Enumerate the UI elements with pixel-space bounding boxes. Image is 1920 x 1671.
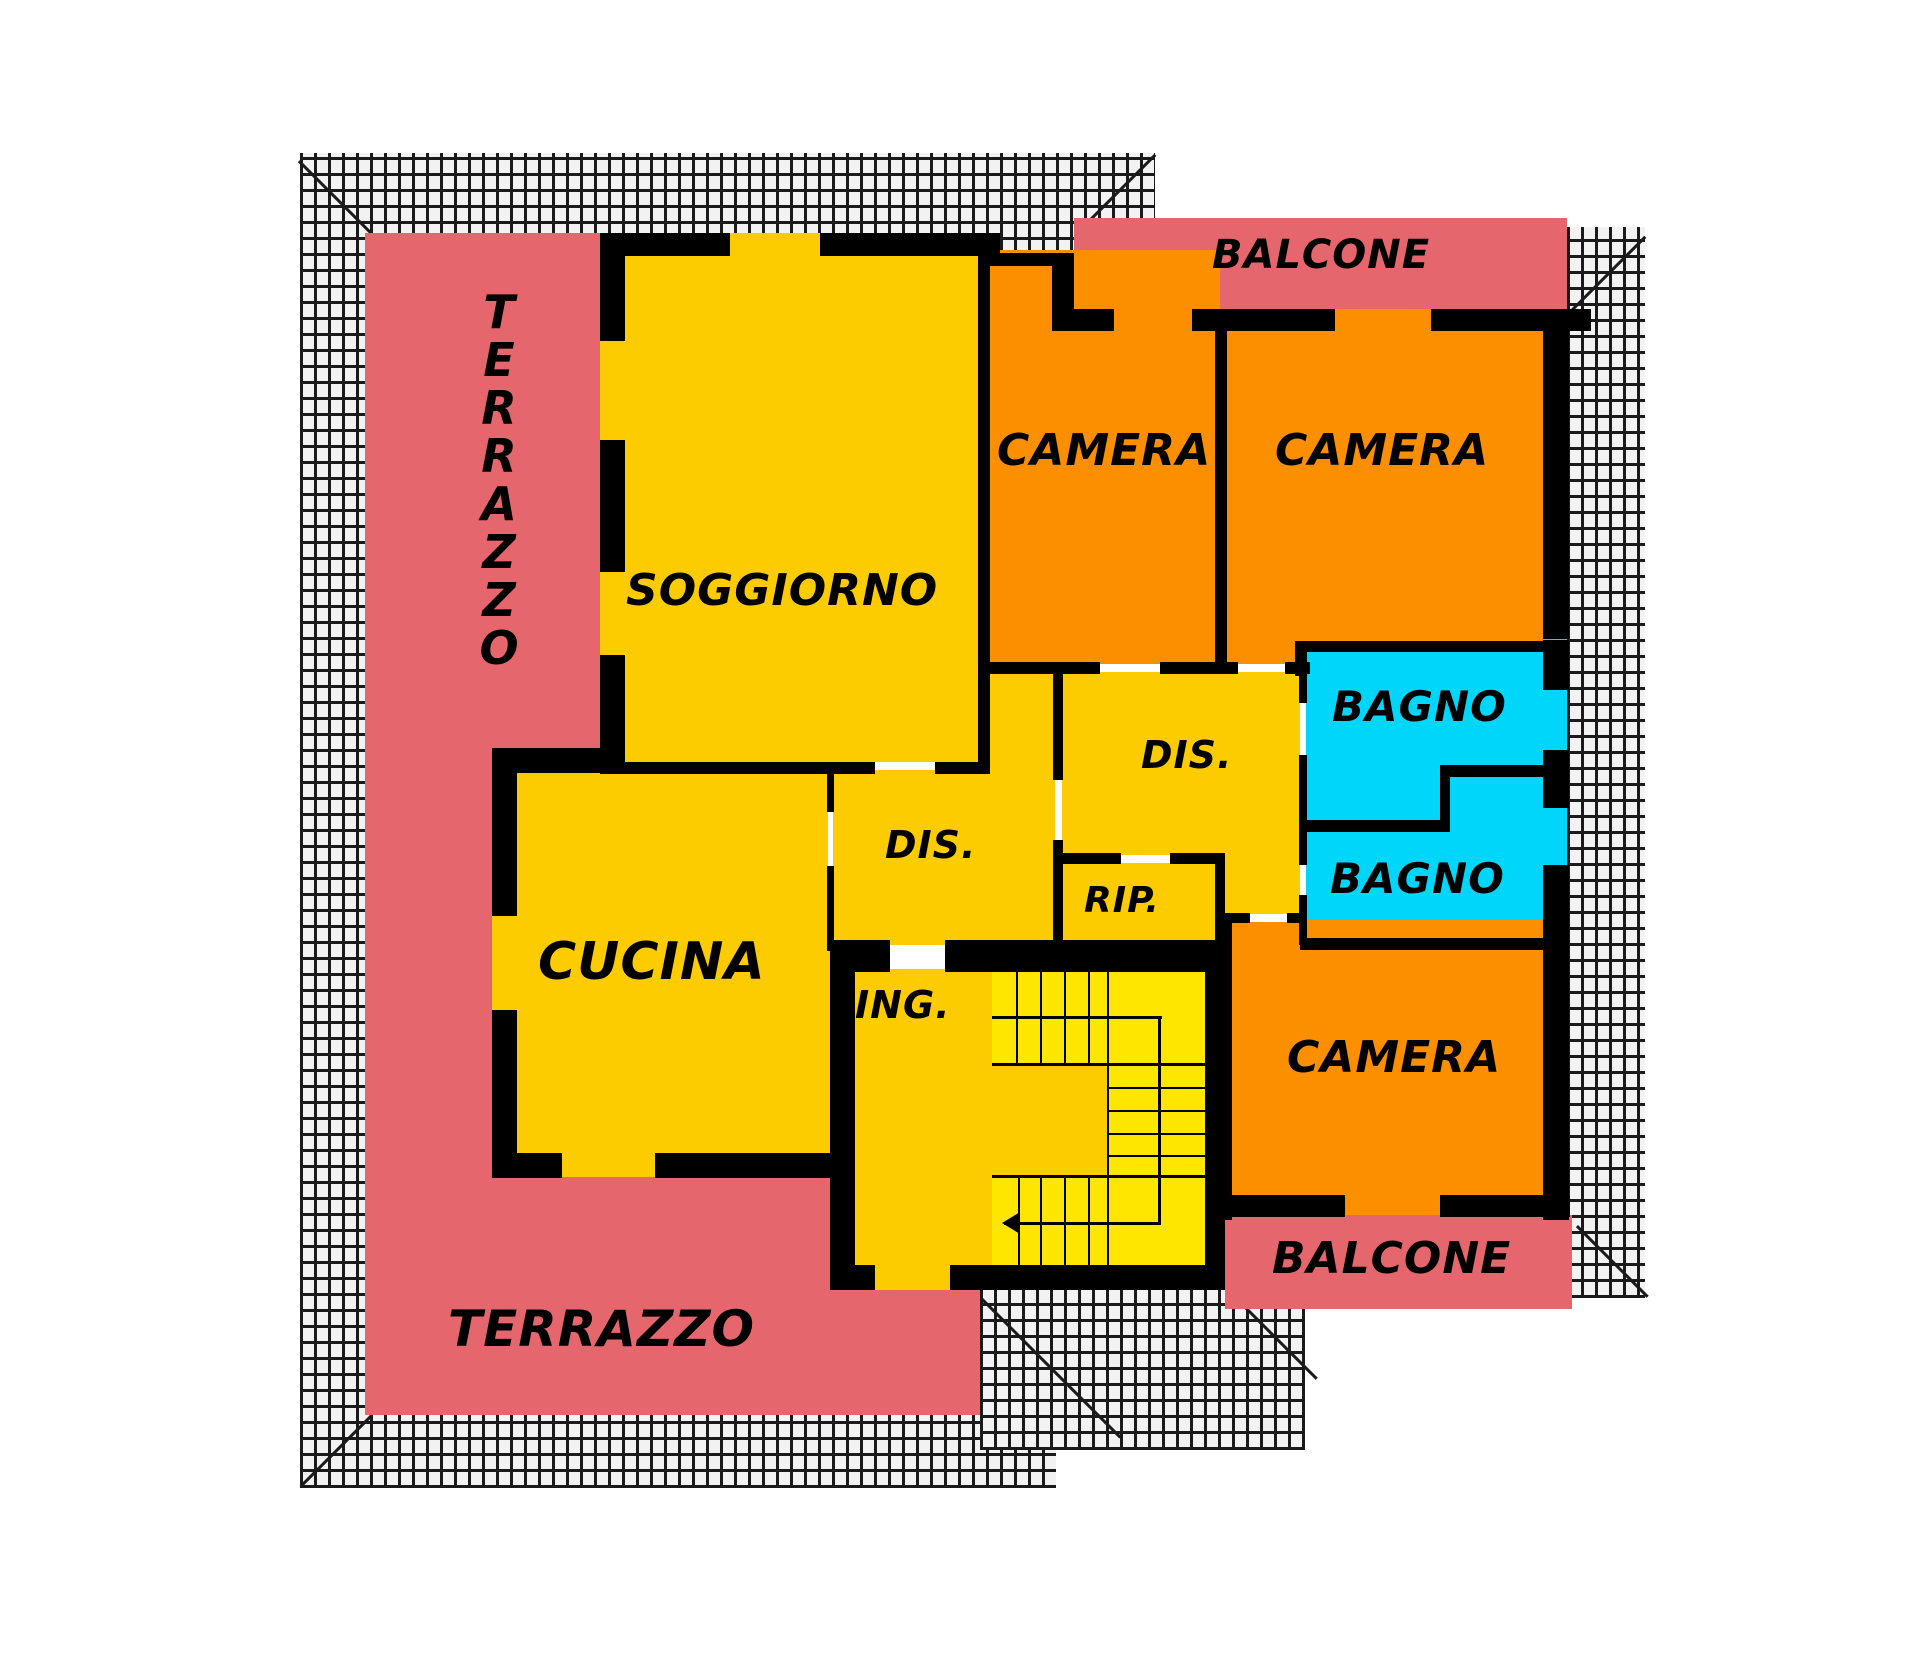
stair-line (1088, 970, 1090, 1063)
rip-area (1063, 858, 1223, 945)
roof-tiles-right (1567, 227, 1645, 1298)
door-marker (890, 945, 945, 969)
door-marker (1121, 855, 1170, 863)
door-marker (1238, 664, 1285, 672)
stair-landing (992, 1065, 1107, 1175)
camera-2-label: CAMERA (1275, 425, 1490, 476)
bagno-2-label: BAGNO (1330, 854, 1505, 903)
stair-line (1107, 1155, 1207, 1157)
soggiorno-label: SOGGIORNO (626, 565, 939, 616)
bagno-area (1300, 645, 1567, 940)
stair-line (992, 1016, 1162, 1019)
stair-line (1107, 1133, 1207, 1135)
door-marker (1100, 664, 1160, 672)
stair-arrow-line (1004, 1222, 1161, 1225)
camera-3-label: CAMERA (1287, 1032, 1502, 1083)
stair-line (1088, 1175, 1090, 1268)
dis-1-label: DIS. (885, 823, 977, 867)
balcone-bottom-label: BALCONE (1272, 1233, 1512, 1284)
balcone-bottom (1225, 1215, 1572, 1309)
door-marker (1300, 865, 1306, 895)
door-marker (828, 812, 833, 866)
stair-line (1107, 1110, 1207, 1112)
stair-line (1064, 1175, 1066, 1268)
door-marker (1250, 914, 1287, 922)
stair-arrow-icon (1002, 1212, 1020, 1234)
stair-line (1107, 1087, 1207, 1089)
roof-tiles-bottom-right (980, 1290, 1305, 1450)
stair-line (1040, 1175, 1042, 1268)
stair-line (1107, 970, 1109, 1268)
ing-label: ING. (855, 983, 951, 1027)
camera-2-area (1220, 309, 1567, 670)
door-marker (1055, 780, 1062, 840)
camera-1-label: CAMERA (997, 425, 1212, 476)
stair-line (1064, 970, 1066, 1063)
balcone-top-label: BALCONE (1212, 232, 1431, 278)
stair-line (1016, 970, 1018, 1063)
bagno-1-label: BAGNO (1332, 682, 1507, 731)
cucina-area (492, 765, 832, 1177)
terrazzo-bottom-label: TERRAZZO (448, 1300, 755, 1358)
cucina-label: CUCINA (538, 932, 766, 992)
door-marker (1300, 703, 1306, 755)
stair-line (992, 1175, 1207, 1178)
stair-line (1040, 970, 1042, 1063)
rip-label: RIP. (1084, 880, 1160, 921)
dis-1-area (830, 668, 1058, 945)
door-marker (875, 762, 935, 770)
stair-line (992, 1063, 1207, 1066)
camera-3-area (1220, 920, 1567, 1215)
terrazzo-vertical-label: TERRAZZO (472, 285, 526, 669)
stair-line (1158, 1016, 1161, 1224)
dis-2-label: DIS. (1141, 733, 1233, 777)
